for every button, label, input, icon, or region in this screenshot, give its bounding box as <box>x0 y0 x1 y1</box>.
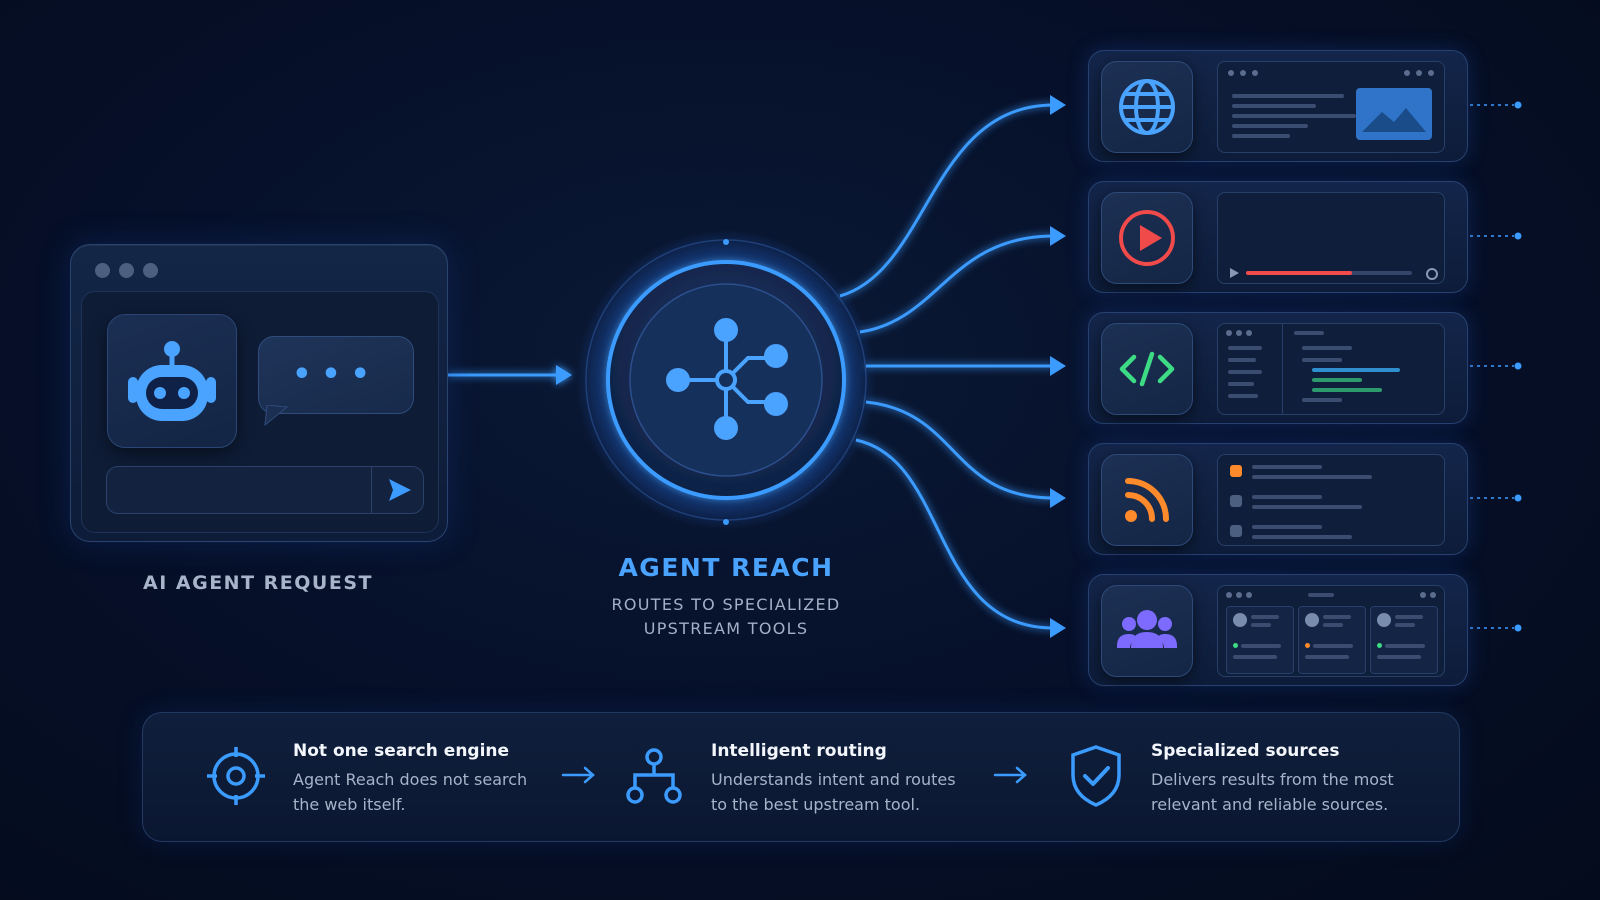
mini-play-icon <box>1230 268 1239 278</box>
target-icon <box>207 747 265 805</box>
routing-curves <box>839 103 1055 630</box>
request-caption: AI AGENT REQUEST <box>143 572 373 594</box>
feature-description: Agent Reach does not search the web itse… <box>293 770 528 814</box>
hub-title: AGENT REACH <box>618 553 834 582</box>
hub-subtitle-line: UPSTREAM TOOLS <box>643 619 809 638</box>
tool-icon-tile <box>1101 192 1193 284</box>
feature-title: Specialized sources <box>1151 741 1340 761</box>
tool-card-web[interactable] <box>1088 50 1468 162</box>
users-icon <box>1117 610 1177 648</box>
image-thumbnail-icon <box>1356 88 1432 140</box>
chat-panel: ••• <box>81 291 439 533</box>
outgoing-dashes <box>1470 104 1514 629</box>
robot-avatar <box>107 314 237 448</box>
profile-card <box>1370 606 1438 674</box>
progress-fill <box>1246 271 1352 275</box>
tool-icon-tile <box>1101 323 1193 415</box>
tool-card-video[interactable] <box>1088 181 1468 293</box>
features-panel: Not one search engine Agent Reach does n… <box>142 712 1460 842</box>
arrow-right-icon <box>561 766 595 784</box>
send-icon[interactable] <box>379 475 419 505</box>
agent-reach-hub <box>576 230 876 530</box>
tool-icon-tile <box>1101 454 1193 546</box>
tool-card-feed[interactable] <box>1088 443 1468 555</box>
feature-title: Not one search engine <box>293 741 510 761</box>
web-page-preview <box>1217 61 1445 153</box>
routing-icon <box>626 748 682 804</box>
profile-card <box>1298 606 1366 674</box>
input-divider <box>371 467 372 513</box>
code-icon <box>1119 351 1175 387</box>
request-arrow <box>448 365 572 385</box>
feature-description: Understands intent and routes to the bes… <box>711 770 956 814</box>
tool-card-social[interactable] <box>1088 574 1468 686</box>
typing-indicator: ••• <box>292 357 380 392</box>
tool-card-code[interactable] <box>1088 312 1468 424</box>
play-icon <box>1119 210 1175 266</box>
tool-icon-tile <box>1101 61 1193 153</box>
code-editor-preview <box>1217 323 1445 415</box>
arrow-right-icon <box>993 766 1027 784</box>
outgoing-dots <box>1514 101 1522 632</box>
window-dot <box>95 263 110 278</box>
feed-preview <box>1217 454 1445 546</box>
hub-subtitle: ROUTES TO SPECIALIZED UPSTREAM TOOLS <box>566 593 886 641</box>
agent-request-window: ••• <box>70 244 448 542</box>
settings-icon <box>1426 268 1438 280</box>
routing-arrowheads <box>1050 95 1066 638</box>
chat-bubble: ••• <box>258 336 414 427</box>
feed-item-marker <box>1230 465 1242 477</box>
globe-icon <box>1119 79 1175 135</box>
feature-description: Delivers results from the most relevant … <box>1151 770 1394 814</box>
profile-card <box>1226 606 1294 674</box>
shield-check-icon <box>1071 745 1121 807</box>
message-input[interactable] <box>106 466 424 514</box>
robot-icon <box>128 341 216 421</box>
social-profiles-preview <box>1217 585 1445 677</box>
tool-icon-tile <box>1101 585 1193 677</box>
window-dot <box>119 263 134 278</box>
hub-subtitle-line: ROUTES TO SPECIALIZED <box>611 595 841 614</box>
rss-icon <box>1125 478 1169 522</box>
video-player-preview <box>1217 192 1445 284</box>
feature-title: Intelligent routing <box>711 741 887 761</box>
bubble-tail <box>264 405 289 427</box>
window-dot <box>143 263 158 278</box>
